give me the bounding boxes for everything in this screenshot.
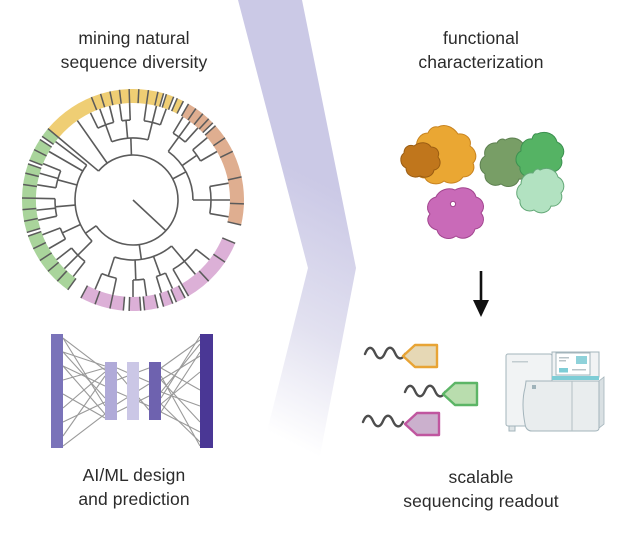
sequencer-screen-line3 — [572, 369, 586, 371]
sequencer-screen-line2 — [559, 360, 566, 362]
protein-magenta-notch — [449, 200, 457, 208]
nn-output-layer-bar — [200, 334, 213, 448]
sequencer-foot — [508, 425, 516, 432]
protein-mint — [516, 167, 565, 214]
sequencer-teal-strip — [552, 376, 599, 380]
barcoded-sequence-tag-icons — [361, 343, 479, 437]
caption-line: sequence diversity — [60, 52, 208, 72]
protein-structures-icon — [400, 125, 565, 239]
sequencer-screen-button — [559, 368, 568, 373]
sequencer-front-panel — [522, 380, 600, 432]
dna-sequencer-icon — [505, 351, 605, 432]
dna-squiggle-green — [403, 384, 447, 398]
sequencer-side-face — [598, 376, 605, 429]
dna-squiggle-orange — [363, 346, 407, 360]
caption-mining-natural-sequence-diversity: mining natural sequence diversity — [14, 26, 254, 74]
sequencer-screen-panel — [576, 356, 587, 364]
caption-line: mining natural — [78, 28, 190, 48]
caption-line: and prediction — [78, 489, 190, 509]
caption-scalable-sequencing-readout: scalable sequencing readout — [361, 465, 601, 513]
dna-squiggle-pink — [361, 414, 405, 428]
neural-network-icon — [51, 334, 213, 448]
circular-phylogenetic-tree-icon — [22, 88, 245, 311]
caption-line: functional — [443, 28, 519, 48]
sequencer-panel-logo — [532, 385, 536, 389]
nn-hidden-layer-bar3 — [149, 362, 161, 420]
caption-line: sequencing readout — [403, 491, 559, 511]
sequence-tag-green — [441, 381, 479, 407]
protein-amber — [400, 142, 441, 178]
caption-line: AI/ML design — [82, 465, 186, 485]
protein-magenta — [427, 187, 484, 239]
caption-line: characterization — [418, 52, 544, 72]
sequence-tag-orange — [401, 343, 439, 369]
nn-hidden-layer-bar2 — [127, 362, 139, 420]
nn-hidden-layer-bar1 — [105, 362, 117, 420]
sequence-tag-pink — [403, 411, 441, 437]
caption-line: scalable — [448, 467, 514, 487]
nn-input-layer-bar — [51, 334, 63, 448]
caption-functional-characterization: functional characterization — [361, 26, 601, 74]
down-arrow-icon — [473, 271, 489, 317]
sequencer-screen-line1 — [559, 357, 569, 359]
workflow-arrow-shape — [238, 0, 356, 539]
caption-aiml-design-and-prediction: AI/ML design and prediction — [14, 463, 254, 511]
sequencer-tower-label — [512, 361, 528, 363]
